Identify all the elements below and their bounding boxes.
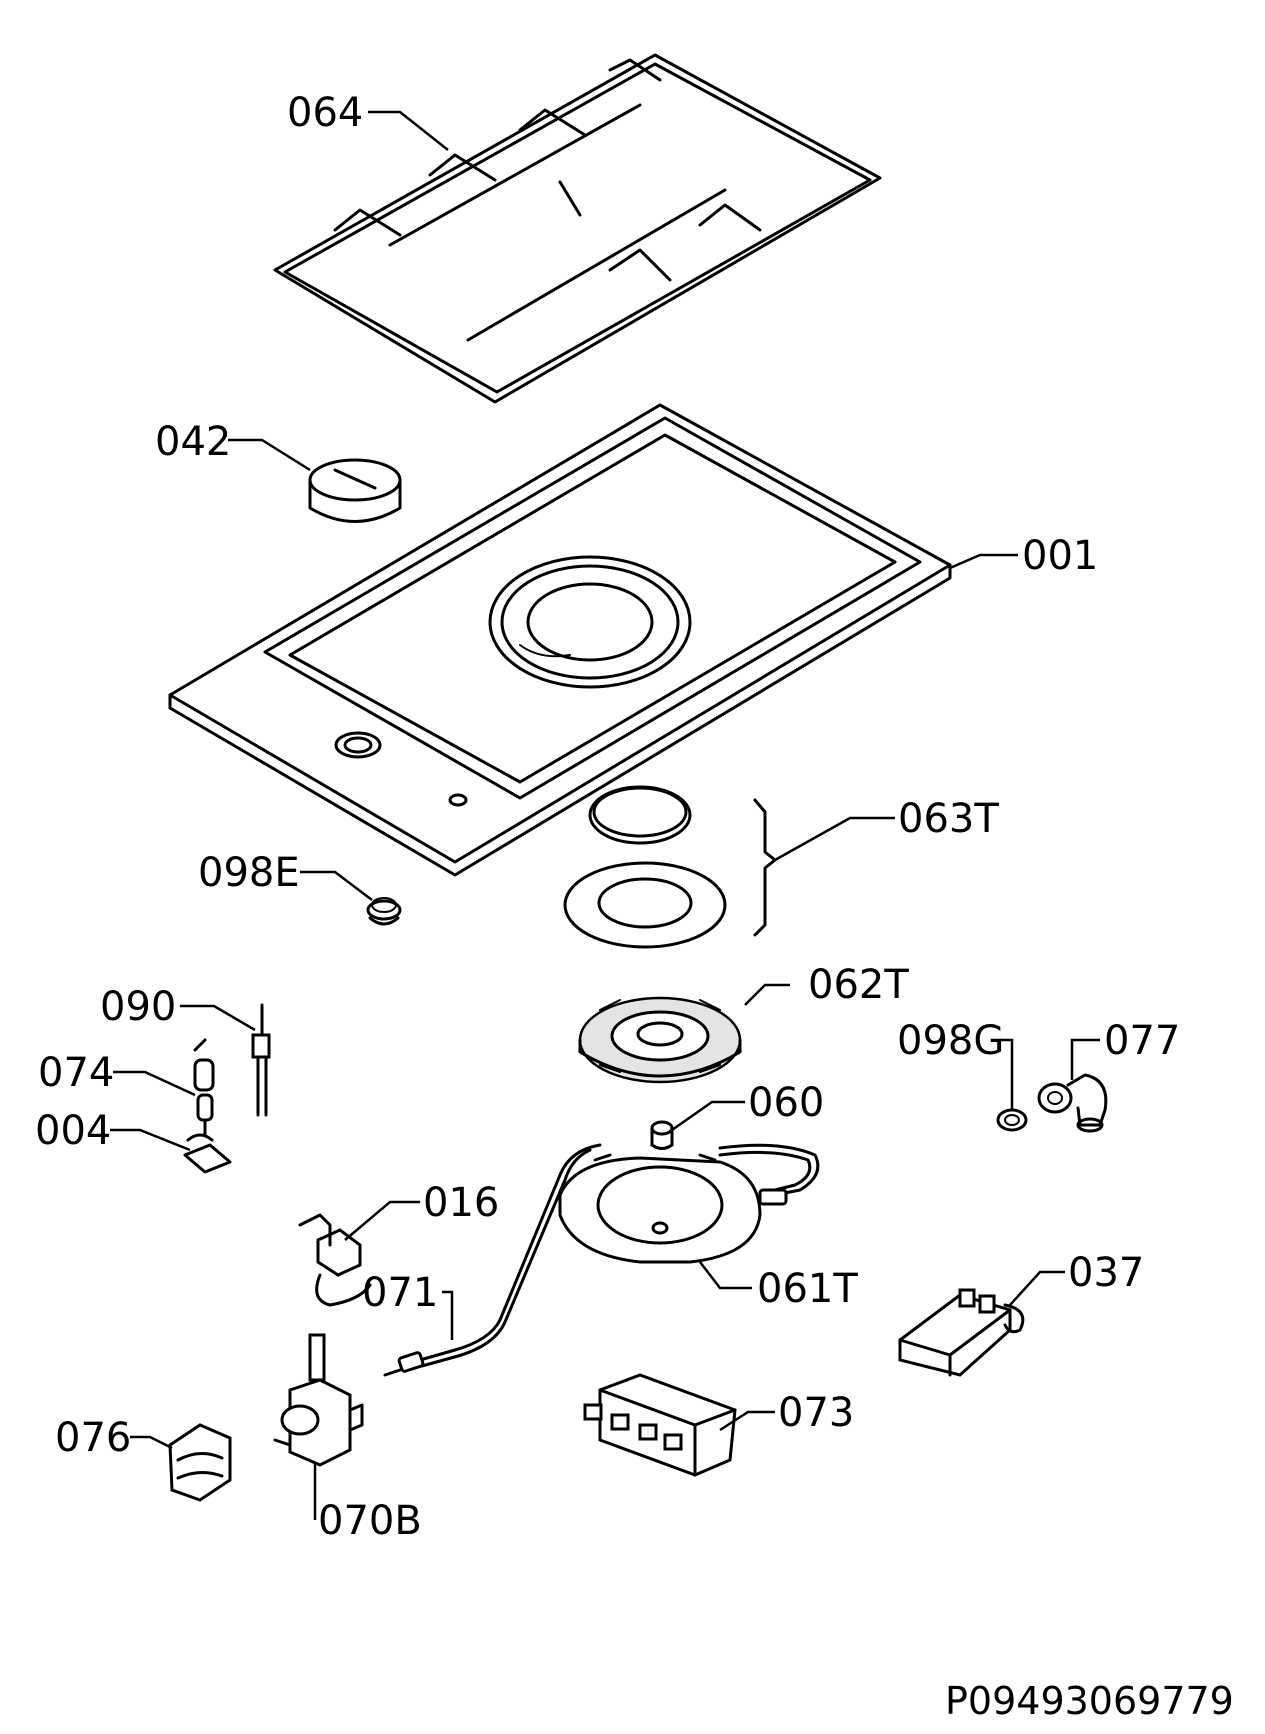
igniter-electrode-074[interactable] [193, 1038, 215, 1137]
thermocouple-holder-016[interactable] [298, 1213, 372, 1307]
part-label-090[interactable]: 090 [100, 984, 176, 1030]
washer-nut-098G[interactable] [996, 1108, 1028, 1132]
part-label-042[interactable]: 042 [155, 419, 231, 465]
part-label-062T[interactable]: 062T [808, 962, 909, 1008]
part-label-016[interactable]: 016 [423, 1180, 499, 1226]
part-label-077[interactable]: 077 [1104, 1018, 1180, 1064]
burner-head-062T[interactable] [578, 996, 742, 1084]
elbow-connector-077[interactable] [1037, 1073, 1108, 1133]
part-label-060[interactable]: 060 [748, 1080, 824, 1126]
part-label-037[interactable]: 037 [1068, 1250, 1144, 1296]
hob-top-panel-001[interactable] [168, 403, 952, 877]
part-label-098G[interactable]: 098G [897, 1018, 1004, 1064]
gas-pipe-071[interactable] [383, 1143, 602, 1377]
burner-base-061T[interactable] [558, 1143, 820, 1264]
part-label-073[interactable]: 073 [778, 1390, 854, 1436]
fixing-clip-004[interactable] [183, 1133, 232, 1174]
spark-generator-073[interactable] [583, 1373, 737, 1477]
part-label-071[interactable]: 071 [362, 1270, 438, 1316]
part-label-004[interactable]: 004 [35, 1108, 111, 1154]
burner-cap-set-063T[interactable] [563, 785, 777, 949]
gas-valve-070B[interactable] [273, 1333, 364, 1467]
leader-lines [110, 110, 1100, 1520]
spring-clip-098E[interactable] [366, 897, 402, 926]
part-label-070B[interactable]: 070B [318, 1498, 422, 1544]
part-labels: 064 042 001 063T 098E 062T 090 074 004 0… [35, 90, 1234, 1723]
thermocouple-090[interactable] [251, 1003, 271, 1117]
gas-injector-060[interactable] [650, 1120, 674, 1150]
part-label-061T[interactable]: 061T [757, 1266, 858, 1312]
part-label-001[interactable]: 001 [1022, 533, 1098, 579]
mounting-bracket-076[interactable] [168, 1423, 232, 1502]
part-label-076[interactable]: 076 [55, 1415, 131, 1461]
part-label-064[interactable]: 064 [287, 90, 363, 136]
part-label-074[interactable]: 074 [38, 1050, 114, 1096]
drawing-code: P09493069779 [945, 1679, 1234, 1723]
part-label-063T[interactable]: 063T [898, 796, 999, 842]
part-label-098E[interactable]: 098E [198, 850, 300, 896]
terminal-block-037[interactable] [898, 1288, 1025, 1377]
control-knob-042[interactable] [308, 458, 402, 523]
pan-support-grid-064[interactable] [273, 53, 882, 404]
